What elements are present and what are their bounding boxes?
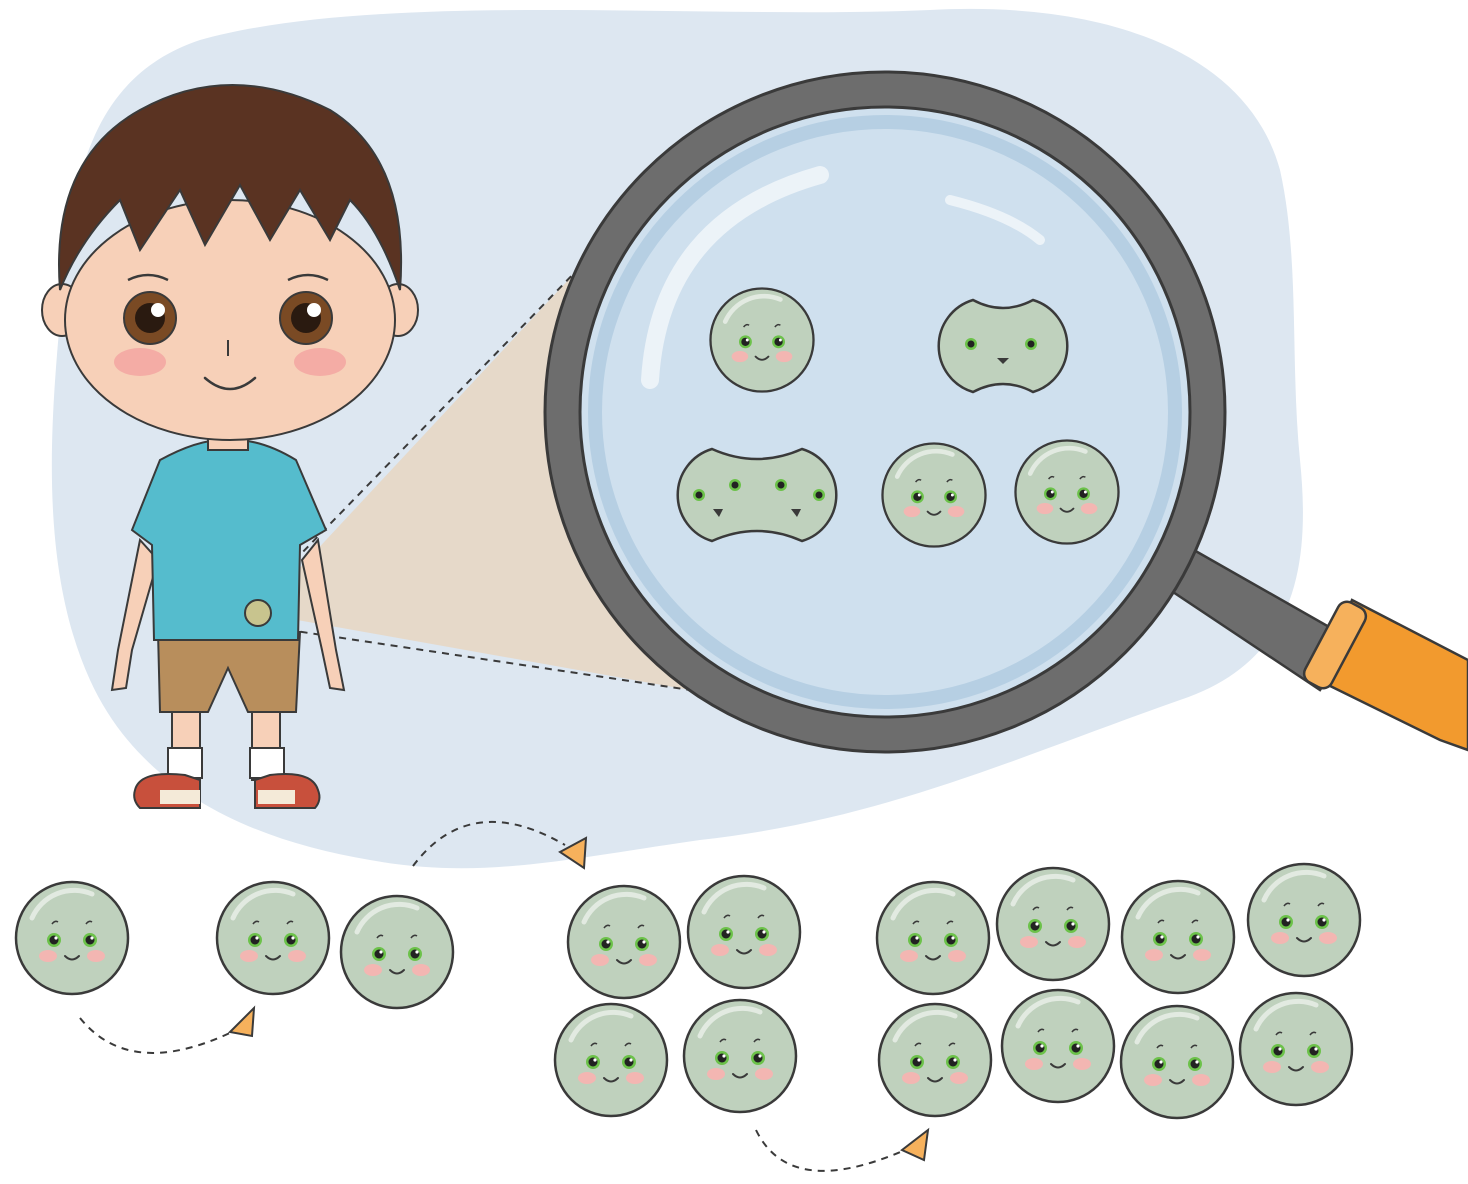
growth-stage-2 [217, 882, 453, 1008]
dividing-bacterium-1 [939, 300, 1068, 392]
dividing-bacterium-2 [678, 449, 837, 541]
growth-stage-1 [16, 882, 128, 994]
growth-stage-4 [877, 864, 1360, 1118]
arrow-head-1 [230, 1008, 254, 1036]
magnifying-glass-icon [545, 72, 1468, 752]
growth-stage-3 [555, 876, 800, 1116]
arrow-head-3 [902, 1130, 928, 1160]
curved-arrow-icon [80, 822, 905, 1171]
